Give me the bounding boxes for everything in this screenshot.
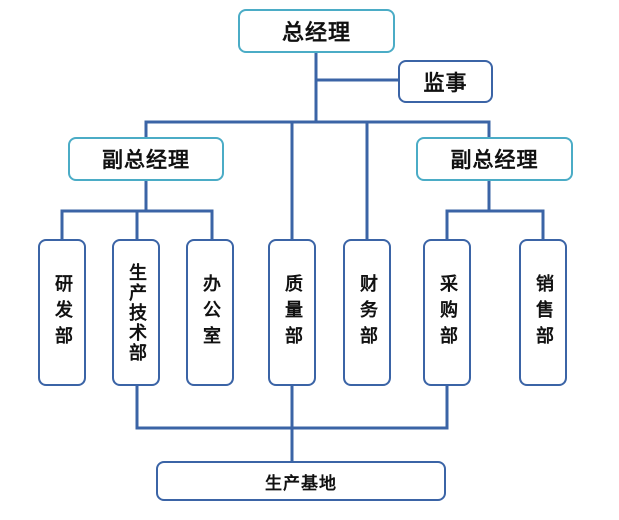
finance-dept-label: 财务部 [357,273,378,352]
production-tech-dept-label: 生产技术部 [126,262,147,363]
supervisor-box: 监事 [398,60,493,103]
rnd-dept-box: 研发部 [38,239,86,386]
deputy-manager-left-label: 副总经理 [102,147,190,172]
production-base-box: 生产基地 [156,461,446,501]
production-tech-dept-box: 生产技术部 [112,239,160,386]
sales-dept-label: 销售部 [533,273,554,352]
purchasing-dept-box: 采购部 [423,239,471,386]
deputy-manager-right-label: 副总经理 [450,147,539,172]
quality-dept-box: 质量部 [268,239,316,386]
purchasing-dept-label: 采购部 [437,273,458,352]
office-box: 办公室 [186,239,234,386]
office-label: 办公室 [200,273,221,352]
supervisor-label: 监事 [423,69,468,95]
general-manager-label: 总经理 [281,20,351,46]
deputy-manager-left-box: 副总经理 [68,137,224,181]
production-base-label: 生产基地 [265,473,337,494]
finance-dept-box: 财务部 [343,239,391,386]
sales-dept-box: 销售部 [519,239,567,386]
general-manager-box: 总经理 [238,9,395,53]
deputy-manager-right-box: 副总经理 [416,137,573,181]
rnd-dept-label: 研发部 [52,273,73,352]
quality-dept-label: 质量部 [282,273,303,352]
